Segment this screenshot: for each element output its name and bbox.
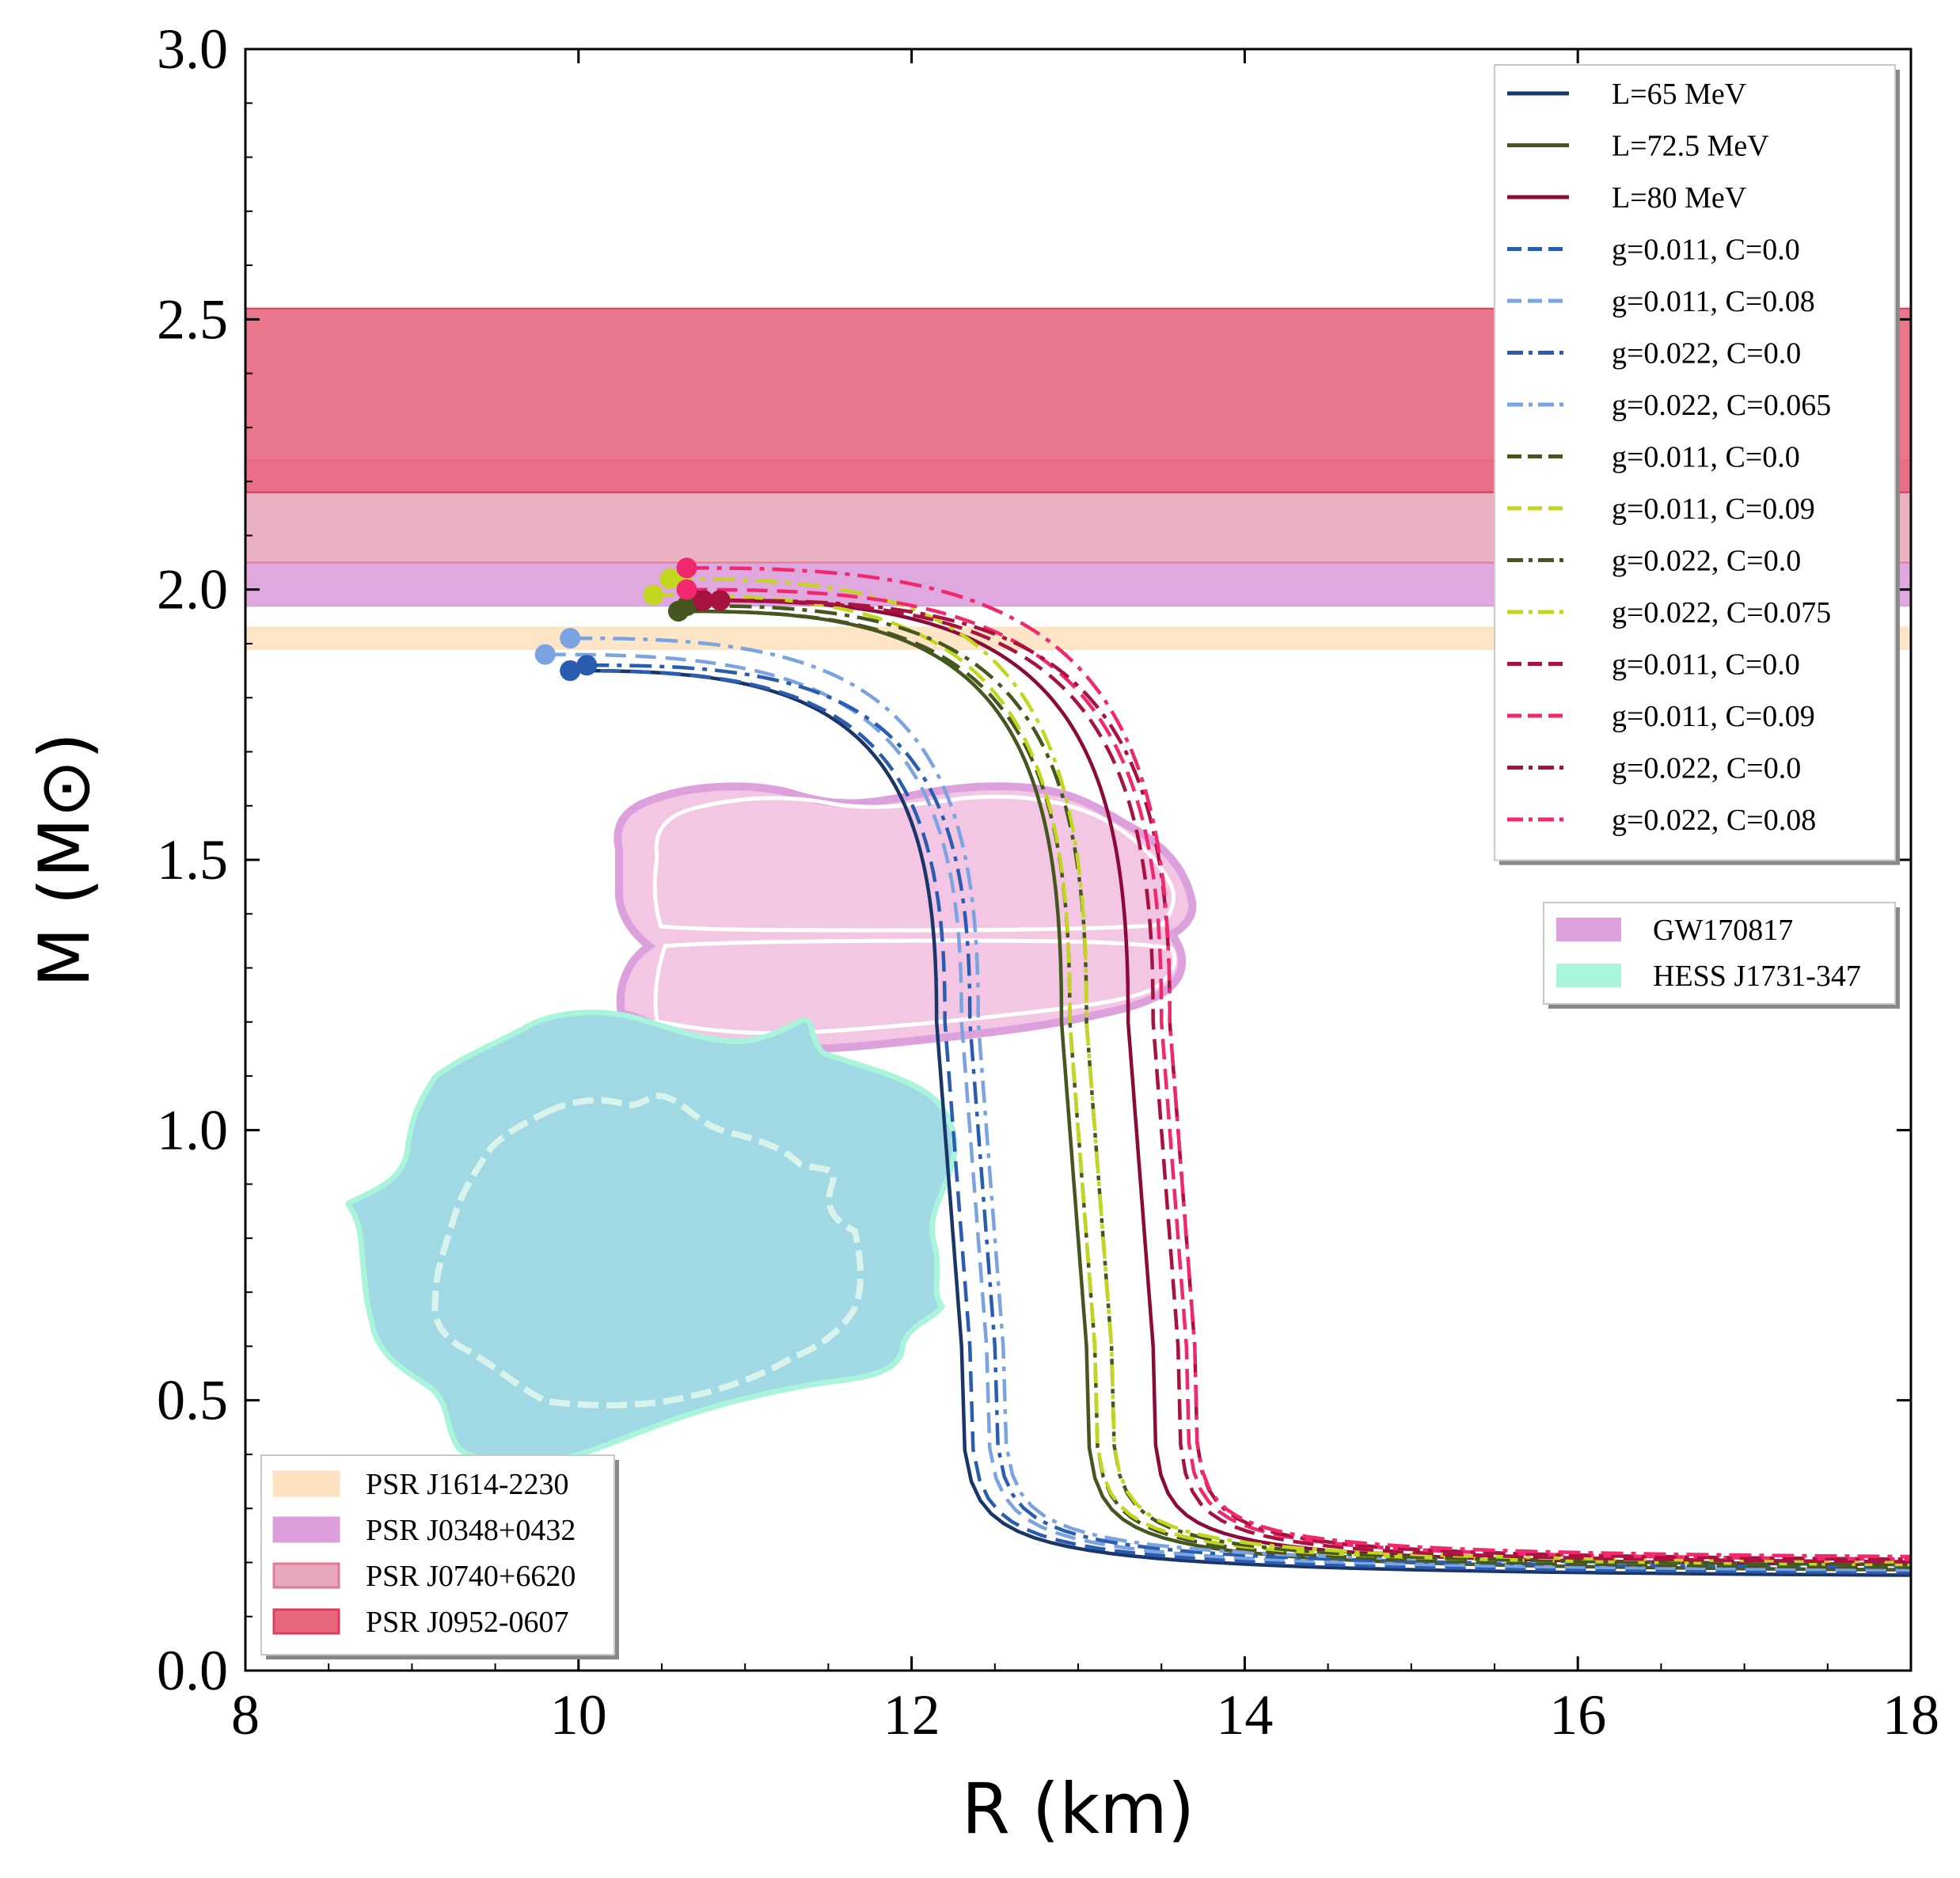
max-mass-point-5 — [534, 644, 556, 665]
y-tick-label: 2.5 — [157, 287, 228, 351]
legend-curve-label: g=0.022, C=0.0 — [1612, 337, 1801, 371]
x-tick-label: 16 — [1549, 1683, 1606, 1747]
axis-tick-labels: 8 10 12 14 16 18 0.0 0.5 1.0 1.5 2.0 2.5 3.0 — [157, 17, 1939, 1747]
legend-curve-label: L=80 MeV — [1612, 181, 1747, 215]
observation-regions — [345, 782, 1197, 1465]
x-axis-title: R (km) — [962, 1768, 1195, 1849]
legend-region-swatch — [1556, 918, 1621, 941]
max-mass-point-14 — [709, 590, 731, 611]
hess-j1731-region-inner — [431, 1093, 864, 1408]
y-tick-label: 0.0 — [157, 1639, 228, 1702]
y-tick-label: 2.0 — [157, 558, 228, 622]
legend-curve-label: g=0.011, C=0.09 — [1612, 700, 1815, 733]
legend-curve-label: g=0.022, C=0.08 — [1612, 804, 1816, 837]
max-mass-point-12 — [693, 590, 714, 611]
max-mass-point-15 — [676, 557, 697, 579]
max-mass-point-10 — [676, 595, 697, 617]
x-tick-label: 14 — [1216, 1683, 1273, 1747]
legend-pulsar-swatch — [272, 1608, 340, 1635]
max-mass-point-9 — [643, 584, 664, 606]
y-axis-title: M (M⊙) — [24, 732, 105, 987]
legend-region-label: GW170817 — [1653, 914, 1793, 947]
curve-9-g-0-011-c-0-09 — [653, 593, 1911, 1567]
legend-region-label: HESS J1731-347 — [1653, 960, 1861, 993]
gw170817-region-inner-upper — [652, 794, 1176, 933]
curve-4-g-0-011-c-0-0 — [570, 668, 1911, 1575]
max-mass-point-13 — [676, 579, 697, 600]
curve-1-l-65-mev — [570, 668, 1911, 1577]
legend-curve-label: g=0.022, C=0.0 — [1612, 545, 1801, 578]
y-tick-label: 1.0 — [157, 1098, 228, 1161]
curve-10-g-0-022-c-0-0 — [686, 603, 1911, 1567]
y-tick-label: 3.0 — [157, 17, 228, 81]
max-mass-point-7 — [560, 628, 581, 649]
legend-curves: L=65 MeV L=72.5 MeV L=80 MeV g=0.011, C=0.0… — [1494, 64, 1900, 865]
max-mass-point-6 — [576, 655, 598, 676]
curve-5-g-0-011-c-0-08 — [545, 652, 1911, 1572]
legend-pulsar-label: PSR J0952-0607 — [366, 1606, 569, 1639]
curve-12-g-0-011-c-0-0 — [703, 599, 1911, 1564]
legend-pulsar-swatch — [272, 1470, 340, 1497]
curve-7-g-0-022-c-0-065 — [570, 636, 1911, 1567]
axis-ticks — [244, 48, 1913, 1672]
maximum-mass-markers — [534, 557, 731, 682]
gw170817-region-outer — [613, 782, 1197, 1054]
legend-pulsar-label: PSR J0348+0432 — [366, 1514, 575, 1547]
curve-15-g-0-022-c-0-08 — [686, 566, 1911, 1559]
legend-curve-label: g=0.022, C=0.0 — [1612, 752, 1801, 785]
legend-curve-label: g=0.022, C=0.065 — [1612, 389, 1831, 422]
legend-curve-label: g=0.022, C=0.075 — [1612, 596, 1831, 629]
legend-curve-label: g=0.011, C=0.0 — [1612, 234, 1800, 267]
x-tick-label: 8 — [231, 1683, 260, 1747]
legend-region-swatch — [1556, 964, 1621, 987]
legend-pulsar-label: PSR J1614-2230 — [366, 1468, 569, 1501]
y-tick-label: 0.5 — [157, 1369, 228, 1432]
y-tick-label: 1.5 — [157, 828, 228, 891]
legend-curve-label: g=0.011, C=0.08 — [1612, 285, 1815, 318]
legend-curve-label: g=0.011, C=0.0 — [1612, 441, 1800, 474]
curve-6-g-0-022-c-0-0 — [587, 663, 1911, 1569]
x-tick-label: 12 — [883, 1683, 940, 1747]
legend-pulsar-swatch — [272, 1516, 340, 1543]
max-mass-point-11 — [659, 568, 681, 590]
legend-pulsar-label: PSR J0740+6620 — [366, 1560, 575, 1593]
gw170817-region-inner-lower — [653, 938, 1177, 1036]
curve-13-g-0-011-c-0-09 — [686, 587, 1911, 1561]
x-tick-label: 18 — [1882, 1683, 1939, 1747]
x-tick-label: 10 — [550, 1683, 607, 1747]
curve-8-g-0-011-c-0-0 — [678, 609, 1911, 1569]
legend-pulsar-swatch — [272, 1562, 340, 1589]
hess-j1731-region-outer — [345, 1009, 958, 1465]
legend-curve-label: L=72.5 MeV — [1612, 130, 1769, 163]
max-mass-point-4 — [560, 660, 581, 682]
legend-curve-label: L=65 MeV — [1612, 78, 1747, 111]
legend-curve-label: g=0.011, C=0.09 — [1612, 492, 1815, 526]
mass-radius-curves — [545, 566, 1911, 1577]
legend-curve-label: g=0.011, C=0.0 — [1612, 648, 1800, 682]
